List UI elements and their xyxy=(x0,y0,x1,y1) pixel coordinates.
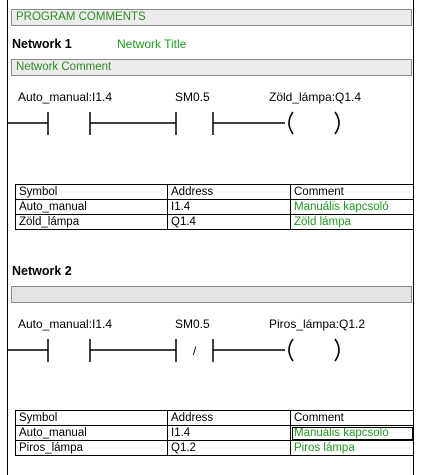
network-1-comment: Network Comment xyxy=(16,61,112,73)
network-1-contact-2-label: SM0.5 xyxy=(175,90,210,104)
network-1-comment-bar[interactable]: Network Comment xyxy=(11,59,412,76)
cell-address[interactable]: Q1.4 xyxy=(167,214,291,230)
table-header-row: Symbol Address Comment xyxy=(15,410,414,426)
table-header-row: Symbol Address Comment xyxy=(15,184,414,200)
cell-symbol[interactable]: Zöld_lámpa xyxy=(15,214,168,230)
header-comment[interactable]: Comment xyxy=(290,410,414,426)
header-address[interactable]: Address xyxy=(167,410,291,426)
cell-address[interactable]: Q1.2 xyxy=(167,440,291,456)
header-symbol[interactable]: Symbol xyxy=(15,410,168,426)
network-2-contact-2[interactable]: / xyxy=(175,339,214,362)
left-margin-pane xyxy=(0,0,8,475)
network-1-subtitle[interactable]: Network Title xyxy=(117,37,187,51)
table-row[interactable]: Zöld_lámpa Q1.4 Zöld lámpa xyxy=(15,214,414,230)
cell-address[interactable]: I1.4 xyxy=(167,425,291,441)
network-2-ladder-rung: / xyxy=(8,338,340,362)
network-2-contact-1[interactable] xyxy=(47,339,91,362)
network-2-title[interactable]: Network 2 xyxy=(12,264,72,278)
cell-comment[interactable]: Piros lámpa xyxy=(290,440,414,456)
cell-symbol[interactable]: Auto_manual xyxy=(15,425,168,441)
cell-comment[interactable]: Manuális kapcsoló xyxy=(290,425,414,441)
table-row[interactable]: Piros_lámpa Q1.2 Piros lámpa xyxy=(15,440,414,456)
network-1-title[interactable]: Network 1 xyxy=(12,37,72,51)
network-1-contact-2[interactable] xyxy=(175,112,214,135)
network-1-contact-1[interactable] xyxy=(47,112,91,135)
network-1-symbol-table: Symbol Address Comment Auto_manual I1.4 … xyxy=(15,184,414,230)
header-symbol[interactable]: Symbol xyxy=(15,184,168,200)
network-2-contact-2-label: SM0.5 xyxy=(175,317,210,331)
table-row[interactable]: Auto_manual I1.4 Manuális kapcsoló xyxy=(15,425,414,441)
network-2-coil-label: Piros_lámpa:Q1.2 xyxy=(269,317,366,331)
header-comment[interactable]: Comment xyxy=(290,184,414,200)
program-comments-bar[interactable]: PROGRAM COMMENTS xyxy=(11,9,412,26)
network-2-comment-bar[interactable] xyxy=(11,286,412,303)
network-1-coil-label: Zöld_lámpa:Q1.4 xyxy=(269,90,362,104)
cell-address[interactable]: I1.4 xyxy=(167,199,291,215)
cell-symbol[interactable]: Piros_lámpa xyxy=(15,440,168,456)
network-2-contact-1-label: Auto_manual:I1.4 xyxy=(18,317,113,331)
cell-symbol[interactable]: Auto_manual xyxy=(15,199,168,215)
right-scroll-pane[interactable] xyxy=(413,0,422,475)
normally-closed-slash: / xyxy=(193,344,197,358)
cell-comment[interactable]: Manuális kapcsoló xyxy=(290,199,414,215)
header-address[interactable]: Address xyxy=(167,184,291,200)
network-1-coil[interactable] xyxy=(288,111,340,135)
network-2-symbol-table: Symbol Address Comment Auto_manual I1.4 … xyxy=(15,410,414,456)
program-comments-label: PROGRAM COMMENTS xyxy=(16,11,146,23)
network-1-contact-1-label: Auto_manual:I1.4 xyxy=(18,90,113,104)
cell-comment[interactable]: Zöld lámpa xyxy=(290,214,414,230)
network-1-ladder-rung xyxy=(8,111,340,135)
network-2-coil[interactable] xyxy=(288,338,340,362)
table-row[interactable]: Auto_manual I1.4 Manuális kapcsoló xyxy=(15,199,414,215)
